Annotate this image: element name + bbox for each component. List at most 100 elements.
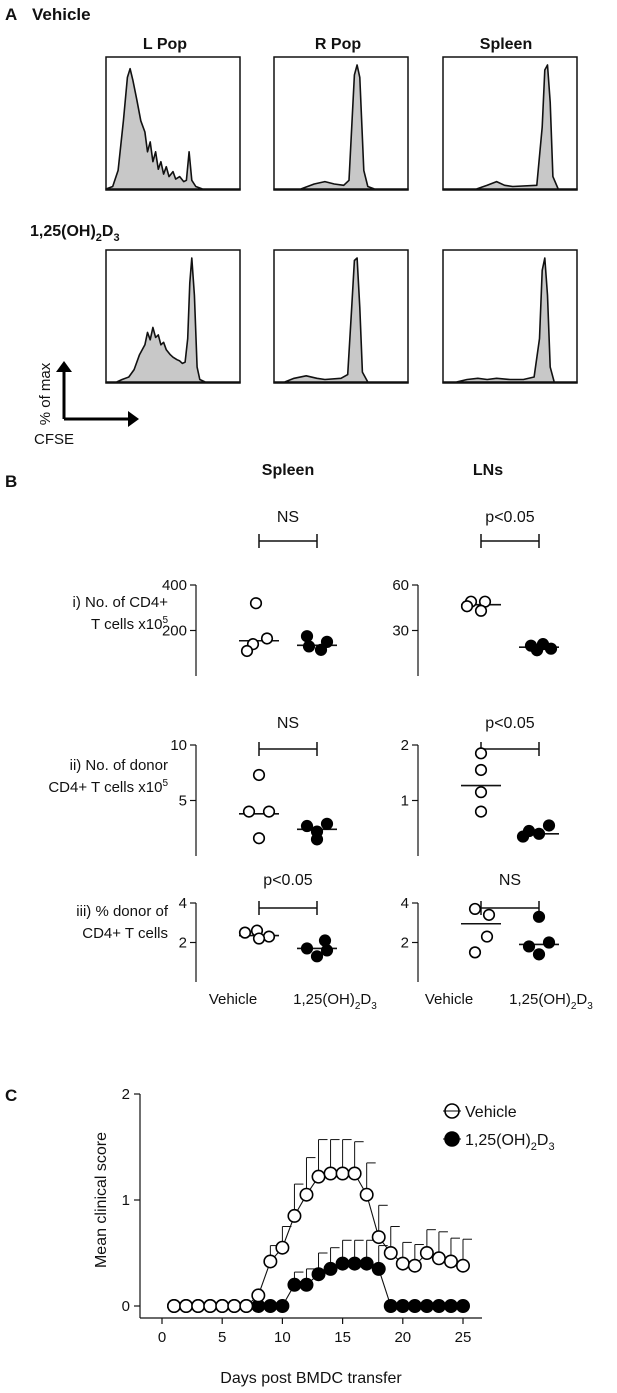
dotplot-spleen-iii: 24p<0.05	[179, 872, 337, 982]
dotplot-lns-i-ytick-label-30: 30	[392, 623, 409, 640]
dotplot-lns-ii-ytick-label-1: 1	[401, 793, 409, 810]
c-point-vehicle-20	[395, 1256, 410, 1271]
dotplot-lns-i-significance: p<0.05	[485, 509, 534, 526]
dotplot-lns-ii-point-treatment-1	[542, 819, 556, 832]
dotplot-lns-ii-point-vehicle-2	[474, 763, 488, 777]
group-label-treatment-spleen-sub2: 2	[355, 1001, 361, 1012]
c-point-vehicle-17	[359, 1187, 374, 1202]
c-point-vehicle-14	[323, 1166, 338, 1181]
c-y-axis-label: Mean clinical score	[93, 1132, 110, 1268]
histogram-vehicle-spleen-frame	[442, 56, 578, 191]
dotplot-lns-ii-significance: p<0.05	[485, 715, 534, 732]
dotplot-lns-iii-significance: NS	[499, 872, 521, 889]
group-label-treatment-lns: 1,25(OH)2D3	[509, 991, 593, 1012]
c-point-treatment-20	[395, 1299, 410, 1314]
histogram-1-25-oh-2d3-l-pop-curve	[105, 257, 241, 383]
dotplot-spleen-iii-point-treatment-2	[300, 942, 314, 955]
dotplot-lns-iii-ytick-label-4: 4	[401, 895, 409, 912]
dotplot-spleen-ii-point-vehicle-3	[262, 805, 276, 818]
dotplot-spleen-ii-point-vehicle-2	[242, 805, 256, 818]
c-point-vehicle-8	[251, 1288, 266, 1303]
dotplot-spleen-i-ytick-label-200: 200	[162, 623, 187, 640]
dotplot-spleen-i-point-vehicle-2	[260, 632, 274, 645]
legend-label-treatment: 1,25(OH)2D3	[465, 1132, 555, 1153]
dotplot-spleen-i-point-treatment-1	[300, 630, 314, 643]
dotplot-lns-iii-point-vehicle-2	[482, 908, 496, 921]
c-ytick-label-2: 2	[122, 1086, 130, 1103]
histogram-1-25-oh-2d3-r-pop-curve	[273, 257, 409, 383]
row-label-ii-line2-sup: 5	[162, 778, 168, 789]
row-label-i-line2: T cells x105	[91, 615, 168, 633]
dotplot-lns-iii-point-vehicle-1	[468, 902, 482, 916]
legend-label-treatment-sub3: 3	[548, 1141, 554, 1153]
c-point-vehicle-9	[263, 1254, 278, 1269]
dotplot-spleen-i-point-treatment-3	[302, 640, 316, 653]
dotplot-lns-i-point-vehicle-4	[474, 604, 488, 617]
histogram-vehicle-r-pop	[273, 56, 409, 191]
dotplot-lns-iii-point-vehicle-4	[468, 946, 482, 959]
row-title-vehicle: Vehicle	[32, 5, 91, 24]
column-title-spleen: Spleen	[480, 36, 532, 53]
row-label-ii-line2-main: CD4+ T cells x10	[48, 779, 162, 796]
histogram-vehicle-spleen	[442, 56, 578, 191]
c-point-vehicle-7	[239, 1299, 254, 1314]
histogram-vehicle-l-pop-frame	[105, 56, 241, 191]
histogram-1-25-oh-2d3-spleen-curve	[442, 257, 578, 383]
panel-a-letter: A	[5, 5, 17, 24]
dotplot-lns-iii: 2 4 NS	[401, 872, 559, 982]
dotplot-spleen-ii-point-vehicle-1	[252, 768, 266, 782]
histogram-1-25-oh-2d3-spleen	[442, 249, 578, 384]
c-point-treatment-12	[299, 1277, 314, 1292]
dotplot-spleen-iii-point-vehicle-2	[238, 926, 252, 939]
c-series-vehicle	[167, 1139, 472, 1314]
c-point-treatment-17	[359, 1256, 374, 1271]
legend-label-treatment-main: 1,25(OH)	[465, 1132, 531, 1149]
panel-a: A Vehicle L Pop R Pop Spleen 1,25(OH)2D3…	[5, 5, 578, 448]
panel-b: B Spleen LNs i) No. of CD4+ T cells x105…	[5, 462, 593, 1012]
c-point-vehicle-24	[443, 1254, 458, 1269]
axis-indicator: % of max CFSE	[34, 361, 139, 448]
column-title-lns: LNs	[473, 462, 503, 479]
c-point-treatment-10	[275, 1299, 290, 1314]
histogram-vehicle-r-pop-frame	[273, 56, 409, 191]
group-labels-lns: Vehicle 1,25(OH)2D3	[425, 991, 593, 1012]
dotplot-lns-i-point-treatment-4	[530, 644, 544, 657]
c-point-vehicle-22	[419, 1246, 434, 1261]
dotplot-spleen-iii-point-treatment-1	[318, 934, 332, 947]
dotplot-lns-ii-point-vehicle-3	[474, 786, 488, 799]
histogram-1-25-oh-2d3-spleen-frame	[442, 249, 578, 384]
c-point-treatment-21	[407, 1299, 422, 1314]
dotplot-spleen-iii-ytick-label-4: 4	[179, 895, 187, 912]
c-point-vehicle-4	[203, 1299, 218, 1314]
group-label-treatment-lns-sub3: 3	[587, 1001, 593, 1012]
group-labels-spleen: Vehicle 1,25(OH)2D3	[209, 991, 377, 1012]
row-label-iii-line2: CD4+ T cells	[82, 925, 168, 942]
c-point-vehicle-12	[299, 1187, 314, 1202]
c-point-vehicle-10	[275, 1240, 290, 1255]
dotplot-lns-iii-ytick-label-2: 2	[401, 935, 409, 952]
group-label-vehicle-lns: Vehicle	[425, 991, 473, 1008]
c-xtick-label-15: 15	[334, 1329, 351, 1346]
c-point-treatment-13	[311, 1267, 326, 1282]
c-point-vehicle-6	[227, 1299, 242, 1314]
legend-label-vehicle: Vehicle	[465, 1104, 517, 1121]
dotplot-spleen-iii-point-vehicle-4	[252, 932, 266, 945]
x-indicator-arrowhead	[128, 411, 139, 427]
dotplot-lns-ii-point-treatment-4	[516, 830, 530, 843]
dotplot-spleen-i-point-vehicle-4	[240, 644, 254, 658]
dotplot-lns-i-point-vehicle-3	[460, 600, 474, 613]
c-point-vehicle-3	[191, 1299, 206, 1314]
c-point-vehicle-25	[455, 1258, 470, 1273]
column-title-r-pop: R Pop	[315, 36, 361, 53]
c-point-treatment-9	[263, 1299, 278, 1314]
row-title-treatment-main: 1,25(OH)	[30, 223, 96, 240]
dotplot-spleen-ii-point-treatment-4	[310, 833, 324, 846]
row-title-treatment-d: D	[102, 223, 114, 240]
column-title-spleen-b: Spleen	[262, 462, 314, 479]
c-point-vehicle-16	[347, 1166, 362, 1181]
